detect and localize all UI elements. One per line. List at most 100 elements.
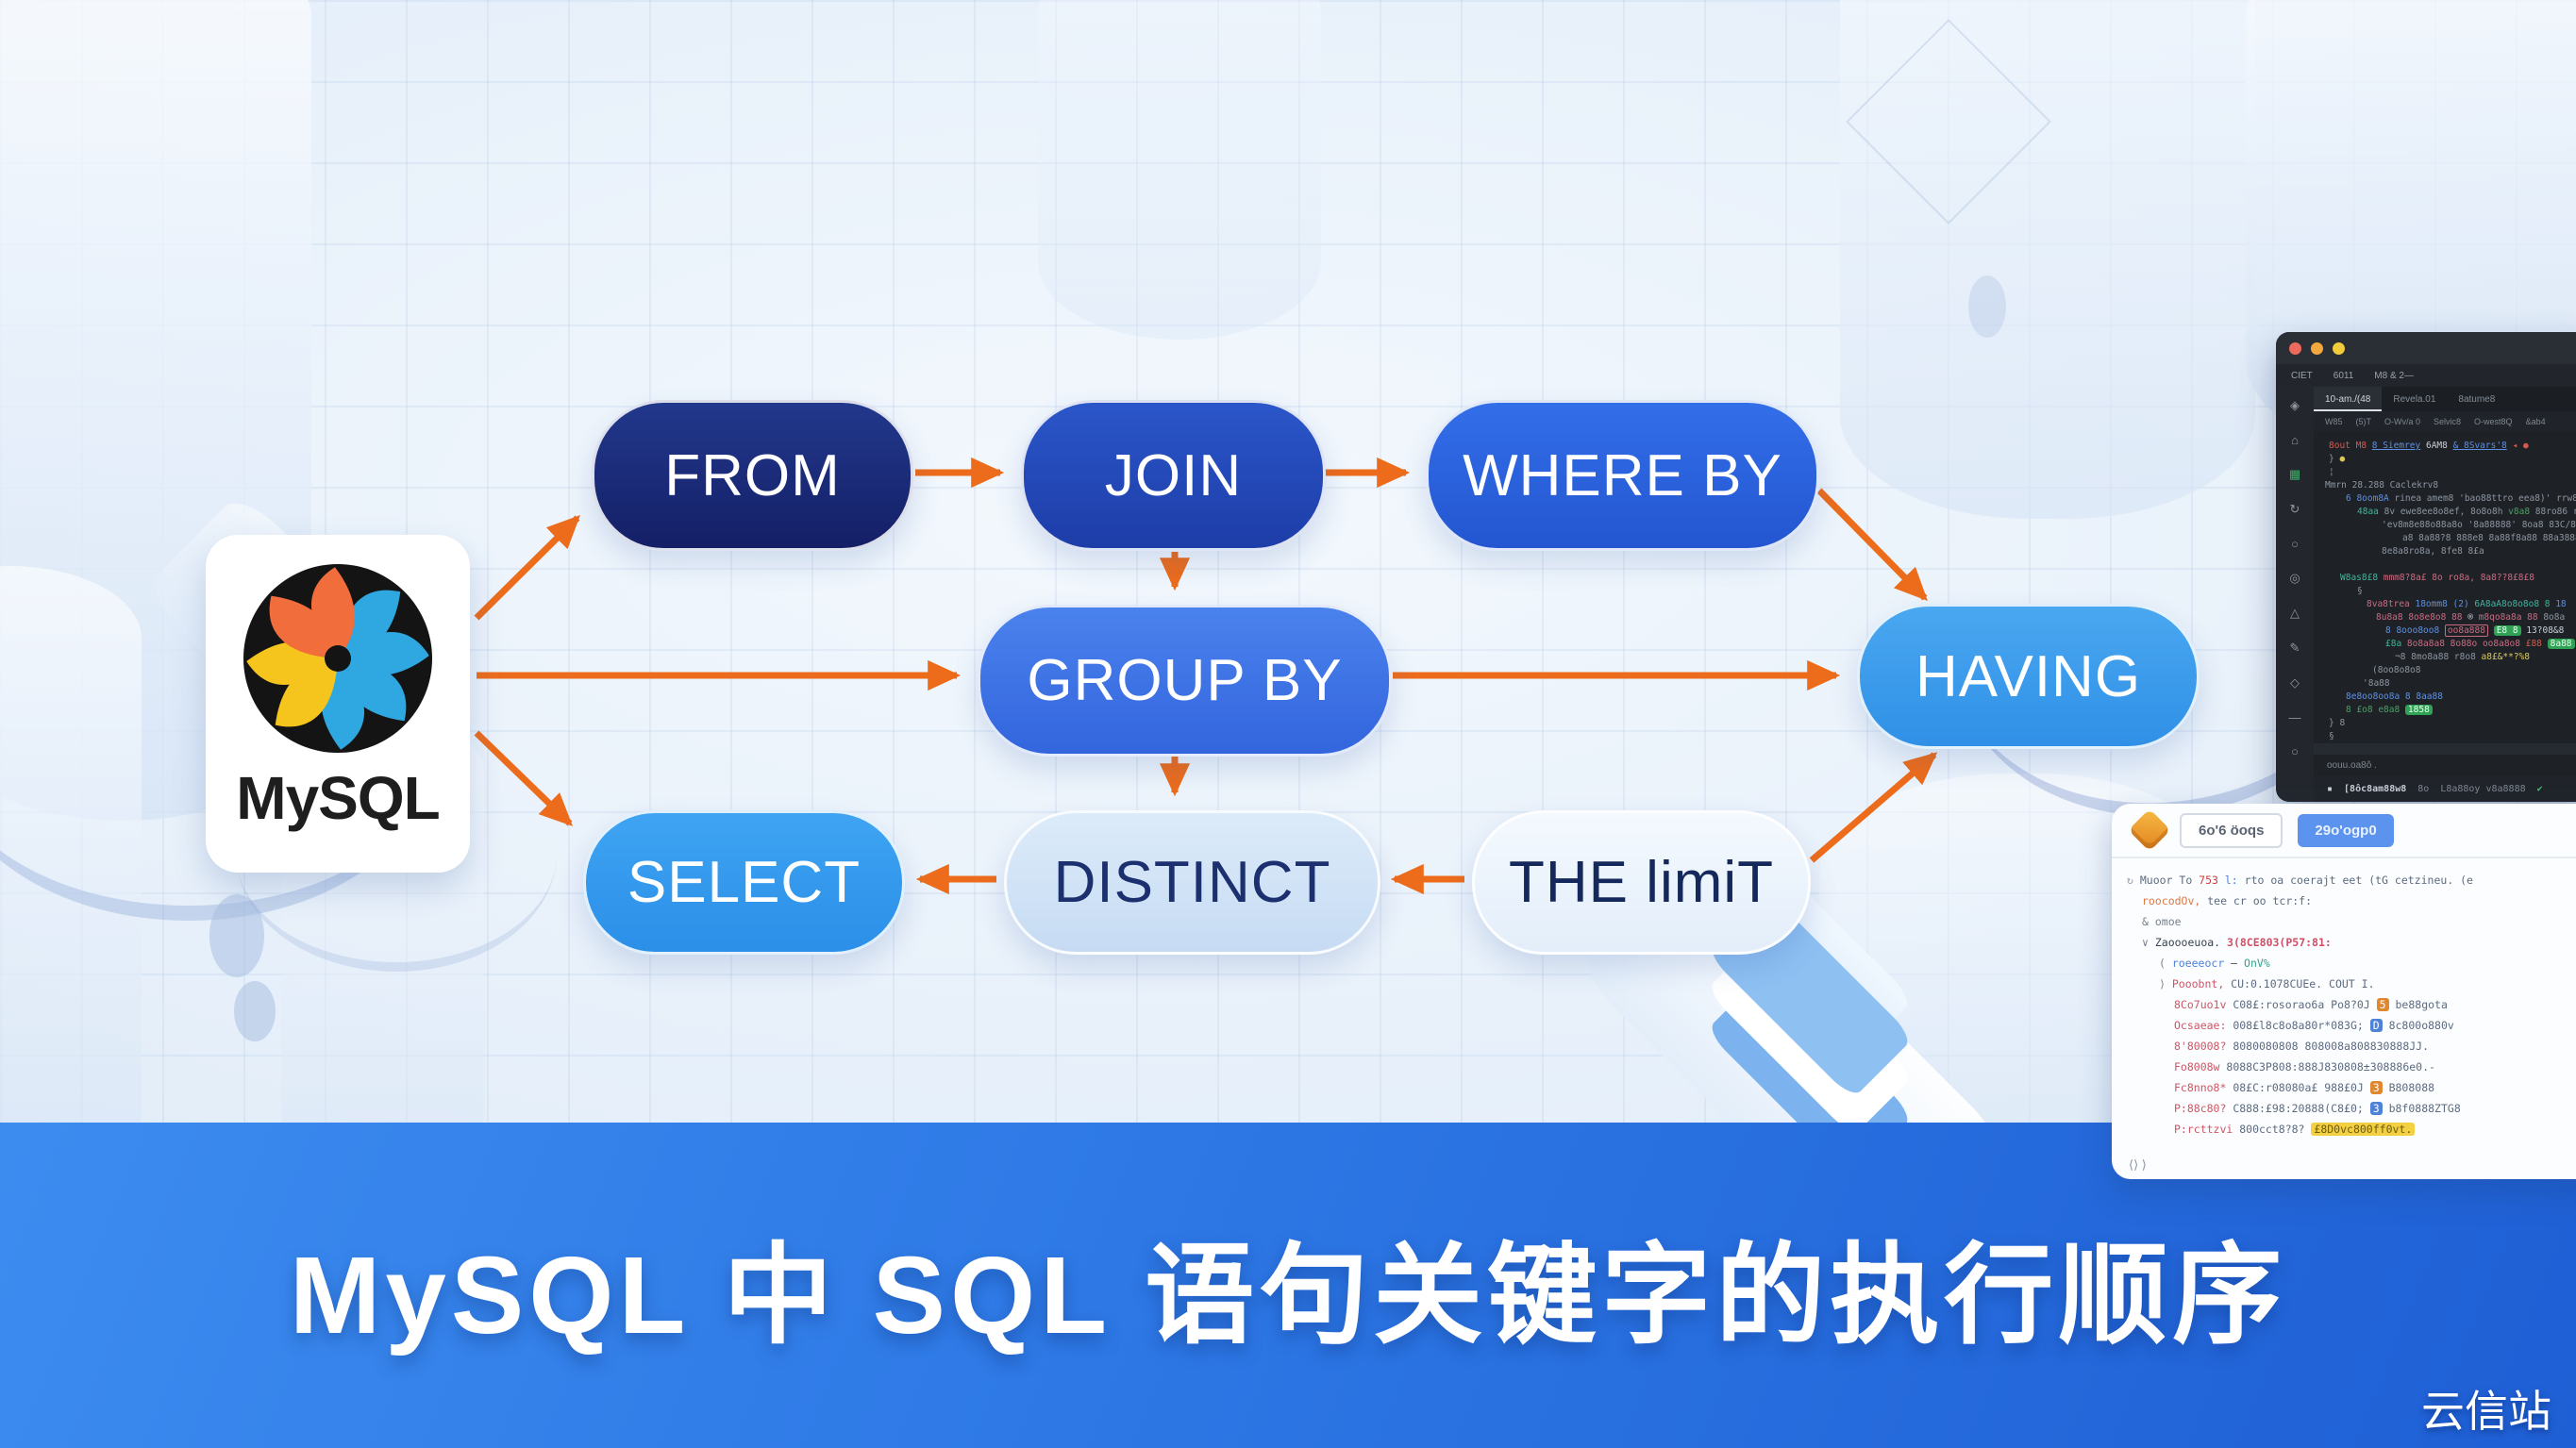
text-segment: 8 8ooo8oo8: [2385, 625, 2445, 636]
panel-result-list: ↻ Muoor To 753 l: rto oa coerajt eet (tG…: [2112, 858, 2576, 1151]
primary-button[interactable]: 29o'ogp0: [2298, 813, 2394, 847]
text-segment: 5: [2376, 998, 2389, 1011]
text-segment: E8 8: [2493, 625, 2521, 636]
result-line: P:88c80? C888:£98:20888(C8£0; 3 b8f0888Z…: [2127, 1098, 2576, 1119]
close-icon[interactable]: [2289, 341, 2301, 355]
text-segment: 8e8a8ro8a, 8fe8 8£a: [2382, 546, 2484, 557]
activity-icon[interactable]: ◎: [2289, 571, 2300, 585]
toolbar-item[interactable]: Selvic8: [2434, 417, 2462, 426]
arrow-mysql-to-from: [474, 515, 580, 621]
activity-icon[interactable]: ◇: [2290, 675, 2300, 690]
text-segment: 'ev8m8e88o88a8o '8a88888' 8oa8 83C/83 8?…: [2382, 520, 2576, 530]
editor-toolbar: W85 (5)T O-Wv/a 0 Selvic8 O-west8Q&ab4: [2314, 411, 2576, 432]
menu-item[interactable]: M8 & 2—: [2374, 370, 2414, 381]
text-segment: —: [2224, 957, 2245, 970]
text-segment: D: [2369, 1019, 2383, 1032]
text-segment: ¦: [2329, 467, 2334, 477]
arrow-the-limit-to-having: [1809, 752, 1938, 863]
text-segment: }: [2329, 454, 2334, 464]
text-segment: 8 £o8 e8a8: [2346, 705, 2405, 715]
menu-item[interactable]: CIET: [2291, 370, 2313, 381]
arrow-where-by-to-having: [1816, 488, 1928, 601]
activity-icon[interactable]: ○: [2291, 537, 2299, 551]
text-segment: 8u8a8 8o8e8o8 88: [2376, 612, 2463, 623]
editor-menubar: CIET 6011 M8 & 2—: [2276, 364, 2576, 387]
minimize-icon[interactable]: [2311, 341, 2323, 355]
text-segment: B808088: [2382, 1081, 2435, 1094]
editor-activity-bar: ◈ ⌂ ▦ ↻ ○ ◎ △ ✎ ◇ — ○: [2276, 387, 2314, 802]
text-segment: (8oo8o8o8: [2372, 665, 2421, 675]
activity-icon[interactable]: ◈: [2290, 398, 2300, 412]
code-line: } ●: [2321, 453, 2576, 466]
result-line: Fo8008w 8088C3P808:888J830808±308886e0.-: [2127, 1057, 2576, 1077]
toolbar-item[interactable]: W85: [2325, 417, 2343, 426]
activity-icon[interactable]: ⌂: [2291, 433, 2299, 447]
editor-tabbar: 10-am./(48 Revela.01 8atume8: [2314, 387, 2576, 411]
text-segment: rinea amem8 'bao88ttro eea8)' rrw8oute: [2394, 493, 2576, 504]
activity-icon[interactable]: ↻: [2289, 502, 2300, 516]
code-line: a8 8a88?8 888e8 8a88f8a88 88a3888o 8: [2321, 532, 2576, 545]
text-segment: 8out M8: [2329, 441, 2372, 451]
tab-1[interactable]: Revela.01: [2393, 393, 2436, 405]
text-segment: 13?08&8: [2520, 625, 2565, 636]
text-segment: 6A8aA8o8o8o8 8: [2468, 599, 2551, 609]
db-cylinder-decoration: [1038, 0, 1321, 340]
text-segment: } 8: [2329, 718, 2346, 728]
code-line: 8out M8 8 Siemrey 6AM8 & 8Svars'8 ◂ ●: [2321, 440, 2576, 453]
activity-icon[interactable]: —: [2288, 710, 2301, 724]
text-segment: Muoor To: [2139, 874, 2200, 887]
db-client-panel: 6o'6 öoqs 29o'ogp0 ↻ Muoor To 753 l: rto…: [2112, 804, 2576, 1179]
tab-2[interactable]: 8atume8: [2458, 393, 2496, 405]
text-segment: W8as8£8: [2340, 573, 2379, 583]
text-segment: '8a88: [2363, 678, 2390, 689]
editor-code-area: 8out M8 8 Siemrey 6AM8 & 8Svars'8 ◂ ●} ●…: [2314, 432, 2576, 743]
mysql-logo-card: MySQL: [206, 535, 470, 873]
tab-0[interactable]: 10-am./(48: [2314, 387, 2383, 411]
toolbar-item[interactable]: &ab4: [2525, 417, 2546, 426]
mysql-swirl-logo-icon: [243, 564, 432, 753]
menu-item[interactable]: 6011: [2333, 370, 2354, 381]
toolbar-item[interactable]: O-Wv/a 0: [2384, 417, 2421, 426]
result-line: ⟩ Pooobnt, CU:0.1078CUEe. COUT I.: [2127, 974, 2576, 994]
toolbar-item[interactable]: (5)T: [2355, 417, 2372, 426]
text-segment: 88ro86 ro8a8: [2534, 507, 2576, 517]
code-line: 8 £o8 e8a8 1858: [2321, 704, 2576, 717]
text-segment: roocodOv,: [2142, 894, 2201, 907]
text-segment: Pooobnt,: [2171, 977, 2225, 990]
zoom-icon[interactable]: [2333, 341, 2345, 355]
code-line: 48aa 8v ewe8ee8o8ef, 8o8o8h v8a8 88ro86 …: [2321, 506, 2576, 519]
cylinder-hole-decoration: [1968, 275, 2006, 338]
text-segment: OnV%: [2244, 957, 2270, 970]
text-segment: CU:0.1078CUEe. COUT I.: [2224, 977, 2375, 990]
activity-icon[interactable]: ○: [2291, 744, 2299, 758]
secondary-button[interactable]: 6o'6 öoqs: [2180, 812, 2283, 848]
text-segment: roeeeocr: [2171, 957, 2225, 970]
result-line: 8Co7uo1v C08£:rosorao6a Po8?0J 5 be88got…: [2127, 994, 2576, 1015]
text-segment: C08£:rosorao6a Po8?0J: [2226, 998, 2377, 1011]
text-segment: b8f0888ZTG8: [2382, 1102, 2461, 1115]
code-line: 'ev8m8e88o88a8o '8a88888' 8oa8 83C/83 8?…: [2321, 519, 2576, 532]
activity-icon[interactable]: ▦: [2288, 467, 2301, 481]
result-line: Fc8nno8* 08£C:r08080a£ 988£0J 3 B808088: [2127, 1077, 2576, 1098]
node-from: FROM: [592, 400, 913, 551]
code-line: 8 8ooo8oo8 oo8a888 E8 8 13?08&8: [2321, 624, 2576, 638]
text-segment: 8088C3P808:888J830808±308886e0.-: [2219, 1060, 2435, 1074]
activity-icon[interactable]: △: [2290, 606, 2300, 620]
panel-footer-icons[interactable]: ⟨⟩ ⟩: [2129, 1157, 2147, 1172]
text-segment: Fo8008w: [2174, 1060, 2220, 1074]
result-line: Ocsaeae: 008£l8c8o8a80r*083G; D 8c800o88…: [2127, 1015, 2576, 1036]
result-line: P:rcttzvi 800cct8?8? £8D0vc800ff0vt.: [2127, 1119, 2576, 1140]
text-segment: 3: [2369, 1102, 2383, 1115]
cylinder-hole-decoration: [209, 894, 264, 977]
text-segment: oo8a888: [2444, 624, 2488, 637]
node-having: HAVING: [1857, 604, 2200, 749]
text-segment: ®: [2462, 612, 2479, 623]
watermark: 云信站: [2421, 1387, 2551, 1436]
toolbar-item[interactable]: O-west8Q: [2474, 417, 2513, 426]
activity-icon[interactable]: ✎: [2289, 641, 2300, 655]
code-line: ¬8 8mo8a88 r8o8 a8£&**?%8: [2321, 651, 2576, 664]
result-line: 8'80008? 8080080808 808008a808830888JJ.: [2127, 1036, 2576, 1057]
cylinder-hole-decoration: [234, 981, 276, 1041]
